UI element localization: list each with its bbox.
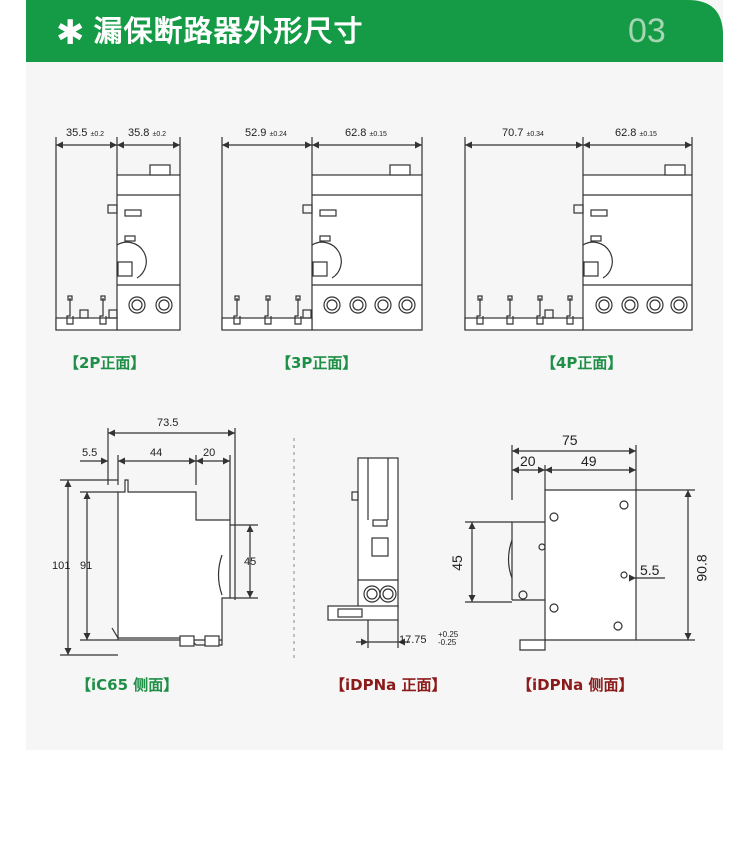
- dim-tolerance: ±0.2: [90, 131, 105, 138]
- dim-4p-left: 70.7 ±0.34: [502, 127, 544, 139]
- side-view-ic65: [60, 428, 258, 656]
- label-4p-front: 【4P正面】: [541, 354, 623, 372]
- dim-idpna-c: 5.5: [640, 562, 660, 578]
- dim-value: 62.8: [615, 127, 637, 139]
- dim-idpna-total: 75: [562, 432, 578, 448]
- dim-tolerance: ±0.2: [152, 131, 167, 138]
- dim-4p-right: 62.8 ±0.15: [615, 127, 657, 139]
- front-view-idpna: [327, 457, 410, 648]
- dim-idpna-h2: 90.8: [693, 554, 710, 582]
- dim-3p-right: 62.8 ±0.15: [345, 127, 387, 139]
- header-banner: [26, 0, 723, 62]
- dim-3p-left: 52.9 ±0.24: [245, 127, 287, 139]
- dim-tolerance: ±0.34: [526, 131, 544, 138]
- front-view-2p: [55, 137, 181, 331]
- dim-tolerance: ±0.24: [269, 131, 287, 138]
- dim-2p-right: 35.8 ±0.2: [128, 127, 166, 139]
- tol-upper: +0.25: [438, 630, 459, 639]
- dim-ic65-total: 73.5: [157, 417, 179, 429]
- dim-ic65-a: 5.5: [82, 447, 98, 459]
- dim-idpna-tolerance: +0.25-0.25: [438, 631, 458, 647]
- header-title-text: 漏保断路器外形尺寸: [93, 14, 364, 48]
- dim-value: 62.8: [345, 127, 367, 139]
- dim-idpna-b: 49: [581, 453, 597, 469]
- dim-ic65-b: 44: [150, 447, 163, 459]
- label-2p-front: 【2P正面】: [64, 354, 146, 372]
- front-view-4p: [464, 137, 693, 331]
- dim-value: 52.9: [245, 127, 267, 139]
- dim-idpna-a: 20: [520, 453, 536, 469]
- side-view-idpna: [465, 445, 695, 651]
- dim-ic65-h3: 45: [244, 556, 257, 568]
- dim-value: 35.8: [128, 127, 150, 139]
- front-view-3p: [221, 137, 423, 331]
- dim-ic65-h1: 101: [52, 560, 71, 572]
- label-ic65-side: 【iC65 侧面】: [76, 676, 179, 694]
- label-3p-front: 【3P正面】: [276, 354, 358, 372]
- tol-lower: -0.25: [438, 638, 457, 647]
- dim-tolerance: ±0.15: [639, 131, 657, 138]
- dim-ic65-h2: 91: [80, 560, 93, 572]
- asterisk-icon: ✱: [56, 13, 86, 53]
- dim-value: 70.7: [502, 127, 524, 139]
- dim-tolerance: ±0.15: [369, 131, 387, 138]
- dim-2p-left: 35.5 ±0.2: [66, 127, 104, 139]
- label-idpna-front: 【iDPNa 正面】: [330, 676, 447, 694]
- page-number: 03: [628, 12, 666, 50]
- section-header: ✱漏保断路器外形尺寸 03: [26, 0, 723, 62]
- dim-value: 35.5: [66, 127, 88, 139]
- header-title: ✱漏保断路器外形尺寸: [56, 7, 364, 55]
- dim-ic65-c: 20: [203, 447, 216, 459]
- dim-value: 17.75: [399, 634, 427, 646]
- dim-idpna-width: 17.75: [399, 634, 427, 646]
- label-idpna-side: 【iDPNa 侧面】: [517, 676, 634, 694]
- dim-idpna-h1: 45: [448, 555, 465, 571]
